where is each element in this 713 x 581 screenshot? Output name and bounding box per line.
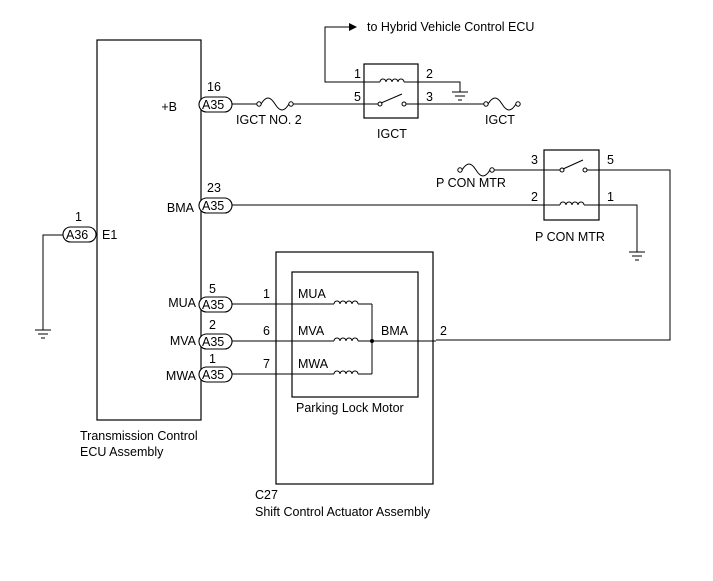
pin-number: 5: [354, 90, 361, 104]
pin-number: 2: [209, 318, 216, 332]
ground-icon: [452, 91, 468, 101]
coil-icon: [333, 337, 359, 342]
fuse-igct-label: IGCT: [485, 113, 515, 127]
connector-label: A35: [202, 298, 224, 312]
ecu-pin-mva: MVA 2 A35: [170, 318, 233, 350]
hybrid-ecu-label: to Hybrid Vehicle Control ECU: [367, 20, 534, 34]
ecu-pin-mua: MUA 5 A35: [168, 282, 233, 313]
pcon-relay-box: [543, 149, 600, 221]
pcon-relay-label: P CON MTR: [535, 230, 605, 244]
pin-number: 1: [354, 67, 361, 81]
actuator-code: C27: [255, 488, 278, 502]
relay-coil-icon: [364, 78, 418, 83]
connector-label: A35: [202, 335, 224, 349]
ecu-label-line1: Transmission Control: [80, 429, 198, 443]
pin-number: 2: [426, 67, 433, 81]
ecu-pin-bma: BMA 23 A35: [167, 181, 233, 215]
pin-number: 7: [263, 357, 270, 371]
actuator-label: Shift Control Actuator Assembly: [255, 505, 431, 519]
pin-number: 5: [209, 282, 216, 296]
coil-icon: [333, 300, 359, 305]
pin-name: +B: [161, 100, 177, 114]
wire-pcon-ground: [599, 204, 638, 252]
connector-label: A35: [202, 98, 224, 112]
coil-label: MUA: [298, 287, 326, 301]
pin-name: MWA: [166, 369, 197, 383]
connector-label: A35: [202, 368, 224, 382]
pin-number: 1: [263, 287, 270, 301]
wire-igct-ground: [418, 81, 461, 92]
common-label: BMA: [381, 324, 409, 338]
ecu-box: [96, 39, 202, 421]
pin-name: MVA: [170, 334, 197, 348]
pin-name: BMA: [167, 201, 195, 215]
pin-number: 3: [426, 90, 433, 104]
fuse-icon: [256, 97, 294, 111]
connector-label: A35: [202, 199, 224, 213]
pin-name: E1: [102, 228, 117, 242]
igct-relay-label: IGCT: [377, 127, 407, 141]
fuse-icon: [457, 163, 495, 177]
coil-label: MVA: [298, 324, 325, 338]
pin-number: 23: [207, 181, 221, 195]
fuse-pcon-label: P CON MTR: [436, 176, 506, 190]
wire-pcon-to-actuator: [436, 169, 671, 341]
pin-name: MUA: [168, 296, 196, 310]
fuse-icon: [483, 97, 521, 111]
igct-relay-box: [363, 63, 419, 119]
pin-number: 6: [263, 324, 270, 338]
ecu-pin-mwa: MWA 1 A35: [166, 352, 233, 383]
pin-number: 1: [607, 190, 614, 204]
ground-icon: [35, 329, 51, 339]
ecu-label-line2: ECU Assembly: [80, 445, 164, 459]
pin-number: 1: [75, 210, 82, 224]
fuse-igct-no2-label: IGCT NO. 2: [236, 113, 302, 127]
wire-to-hybrid-ecu: [324, 23, 364, 83]
ecu-pin-plus-b: +B 16 A35: [161, 80, 233, 114]
pin-number: 2: [531, 190, 538, 204]
coil-icon: [333, 370, 359, 375]
relay-coil-icon: [544, 201, 599, 206]
relay-switch-icon: [364, 93, 418, 107]
connector-label: A36: [66, 228, 88, 242]
pin-number: 2: [440, 324, 447, 338]
relay-switch-icon: [544, 159, 599, 173]
pin-number: 5: [607, 153, 614, 167]
pin-number: 3: [531, 153, 538, 167]
coil-label: MWA: [298, 357, 329, 371]
parking-lock-motor-label: Parking Lock Motor: [296, 401, 404, 415]
ground-icon: [629, 251, 645, 261]
ground-wire: [42, 234, 63, 330]
parking-lock-motor-box: [291, 271, 419, 398]
pin-number: 16: [207, 80, 221, 94]
ecu-ground-pin: 1 A36 E1: [35, 210, 117, 339]
pin-number: 1: [209, 352, 216, 366]
